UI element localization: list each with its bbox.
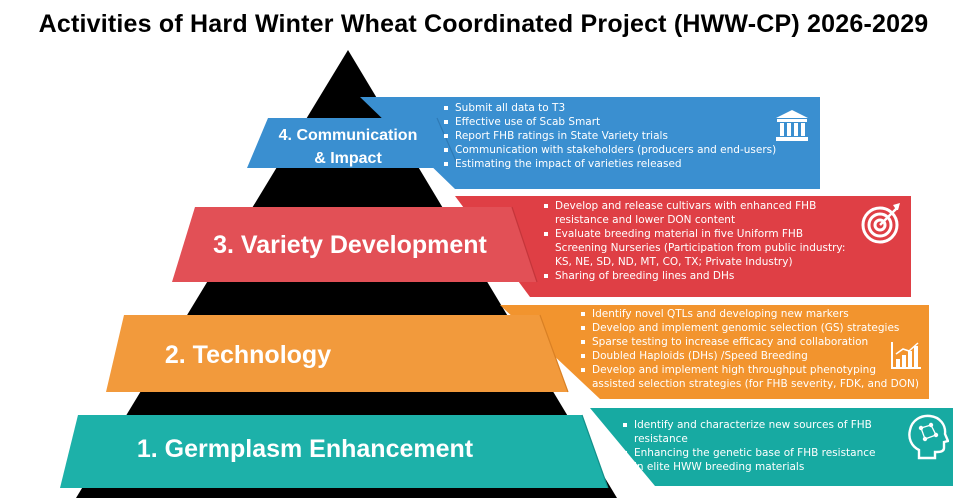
page-title: Activities of Hard Winter Wheat Coordina… — [38, 10, 929, 38]
bullet-item: Submit all data to T3 — [443, 101, 783, 115]
tier-2-bullets: Identify novel QTLs and developing new m… — [580, 307, 920, 391]
tier-1-band — [60, 415, 608, 488]
bar-chart-icon — [891, 342, 921, 369]
bullet-item: Sparse testing to increase efficacy and … — [580, 335, 920, 349]
tier-3-label: 3. Variety Development — [213, 231, 487, 259]
bank-building-icon — [776, 110, 808, 141]
tier-4-panel-bg — [360, 97, 820, 189]
tier-2-label: 2. Technology — [164, 341, 332, 369]
tier-1-panel-bg — [590, 408, 953, 486]
tier-1-divider — [581, 414, 609, 489]
tier-3-band — [172, 207, 537, 282]
tier-1-label: 1. Germplasm Enhancement — [136, 435, 474, 463]
bullet-item: Report FHB ratings in State Variety tria… — [443, 129, 783, 143]
tier-4-label: 4. Communication & Impact — [258, 124, 438, 170]
bullet-item: Doubled Haploids (DHs) /Speed Breeding — [580, 349, 920, 363]
tier-4-band — [247, 118, 459, 168]
tier-4-label-line1: 4. Communication — [278, 127, 418, 144]
bullet-item: Identify novel QTLs and developing new m… — [580, 307, 920, 321]
tier-4-bullets: Submit all data to T3 Effective use of S… — [443, 101, 783, 171]
tier-2-band — [106, 315, 568, 392]
tier-2-divider — [539, 314, 569, 393]
bullet-item: Develop and implement genomic selection … — [580, 321, 920, 335]
bullet-item: Effective use of Scab Smart — [443, 115, 783, 129]
bullet-item: Develop and implement high throughput ph… — [580, 363, 920, 391]
brain-head-icon — [908, 414, 949, 460]
bullet-item: Evaluate breeding material in five Unifo… — [543, 227, 855, 269]
bullet-item: Develop and release cultivars with enhan… — [543, 199, 855, 227]
tier-1-bullets: Identify and characterize new sources of… — [622, 418, 884, 474]
bullet-item: Estimating the impact of varieties relea… — [443, 157, 783, 171]
tier-3-bullets: Develop and release cultivars with enhan… — [543, 199, 855, 283]
tier-4-label-line2: & Impact — [314, 150, 382, 167]
bullet-item: Sharing of breeding lines and DHs — [543, 269, 855, 283]
tier-2-panel-bg — [500, 305, 929, 399]
tier-3-panel-bg — [455, 196, 911, 297]
bullet-item: Communication with stakeholders (produce… — [443, 143, 783, 157]
tier-4-divider — [436, 117, 460, 169]
target-icon — [861, 203, 900, 244]
bullet-item: Enhancing the genetic base of FHB resist… — [622, 446, 884, 474]
tier-3-divider — [511, 206, 538, 283]
bullet-item: Identify and characterize new sources of… — [622, 418, 884, 446]
